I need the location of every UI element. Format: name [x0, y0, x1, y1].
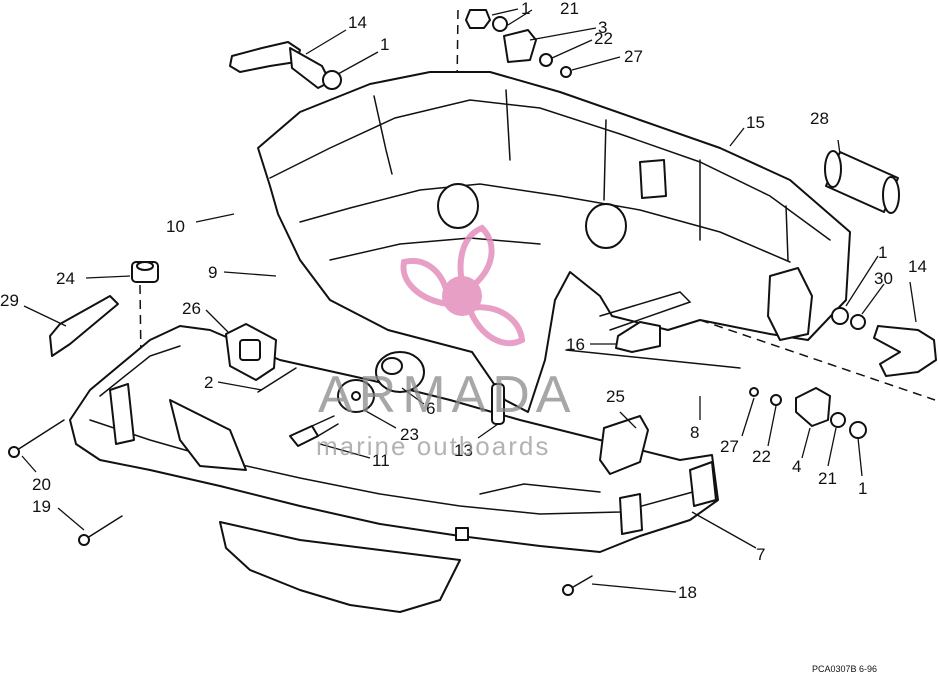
nut-part-1-right	[831, 307, 849, 325]
callout-20: 20	[32, 475, 51, 494]
washer-part-23	[337, 379, 375, 413]
callout-11: 11	[372, 451, 390, 470]
callout-18: 18	[678, 583, 697, 602]
callout-1-right: 1	[878, 243, 887, 262]
callout-28: 28	[810, 109, 829, 128]
sleeve-part-28	[824, 150, 900, 214]
washer-part-22-right	[770, 394, 782, 406]
callout-26: 26	[182, 299, 201, 318]
callout-27-right: 27	[720, 437, 739, 456]
callout-30: 30	[874, 269, 893, 288]
callout-16: 16	[566, 335, 585, 354]
callout-27-top: 27	[624, 47, 643, 66]
callout-29: 29	[0, 291, 19, 310]
nut-part-1-left	[322, 70, 342, 90]
callout-22-top: 22	[594, 29, 613, 48]
bolt-part-19	[78, 515, 123, 546]
callout-labels: 1 21 3 22 27 14 1 15 28 10 9 24 29 26 2 …	[0, 0, 927, 602]
washer-part-21-top	[492, 16, 508, 32]
callout-10: 10	[166, 217, 185, 236]
callout-14-left: 14	[348, 13, 367, 32]
callout-3: 3	[598, 18, 607, 37]
grommet-part-26	[225, 323, 277, 381]
alignment-line-right	[699, 319, 936, 401]
callout-14-right: 14	[908, 257, 927, 276]
lower-cover-part-7	[69, 325, 719, 613]
callout-2: 2	[204, 373, 213, 392]
screw-part-27-top	[560, 66, 572, 78]
callout-4: 4	[792, 457, 801, 476]
bolt-part-20	[8, 419, 65, 458]
callout-1-top: 1	[521, 0, 530, 18]
watermark-tagline: marine outboards	[316, 431, 550, 461]
nut-part-1-top	[465, 9, 491, 29]
washer-part-22-top	[539, 53, 553, 67]
callout-6: 6	[426, 399, 435, 418]
knob-part-6	[375, 351, 425, 393]
watermark: ARMADA marine outboards	[316, 224, 576, 461]
callout-21-right: 21	[818, 469, 837, 488]
leader-lines	[21, 8, 917, 593]
plate-part-25	[599, 415, 649, 475]
callout-15: 15	[746, 113, 765, 132]
bracket-part-4	[795, 387, 831, 427]
callout-22-right: 22	[752, 447, 771, 466]
callout-1-left: 1	[380, 35, 389, 54]
pad-part-16	[615, 321, 661, 353]
handle-part-14-right	[873, 325, 937, 377]
stud-part-11	[289, 415, 339, 447]
callout-19: 19	[32, 497, 51, 516]
grommet-part-24	[131, 261, 159, 283]
callout-24: 24	[56, 269, 75, 288]
washer-part-30	[850, 314, 866, 330]
propeller-logo	[400, 224, 526, 347]
watermark-brand: ARMADA	[318, 366, 576, 424]
seal-part-29	[49, 295, 119, 357]
clip-part-2	[257, 367, 297, 393]
nut-part-1-bottom	[849, 421, 867, 439]
callout-13: 13	[454, 441, 473, 460]
bracket-part-3	[503, 29, 537, 63]
callout-21-top: 21	[560, 0, 579, 18]
callout-25: 25	[606, 387, 625, 406]
screw-part-27-right	[749, 387, 759, 397]
callout-1-bottom: 1	[858, 479, 867, 498]
upper-cover-part-15	[257, 71, 851, 413]
bolt-part-18	[562, 575, 593, 596]
washer-part-21-right	[830, 412, 846, 428]
callout-9: 9	[208, 263, 217, 282]
callout-8: 8	[690, 423, 699, 442]
callout-23: 23	[400, 425, 419, 444]
handle-part-14-left	[229, 41, 331, 89]
drawing-code: PCA0307B 6-96	[812, 664, 877, 674]
cable-part-8	[565, 349, 741, 369]
callout-7: 7	[756, 545, 765, 564]
